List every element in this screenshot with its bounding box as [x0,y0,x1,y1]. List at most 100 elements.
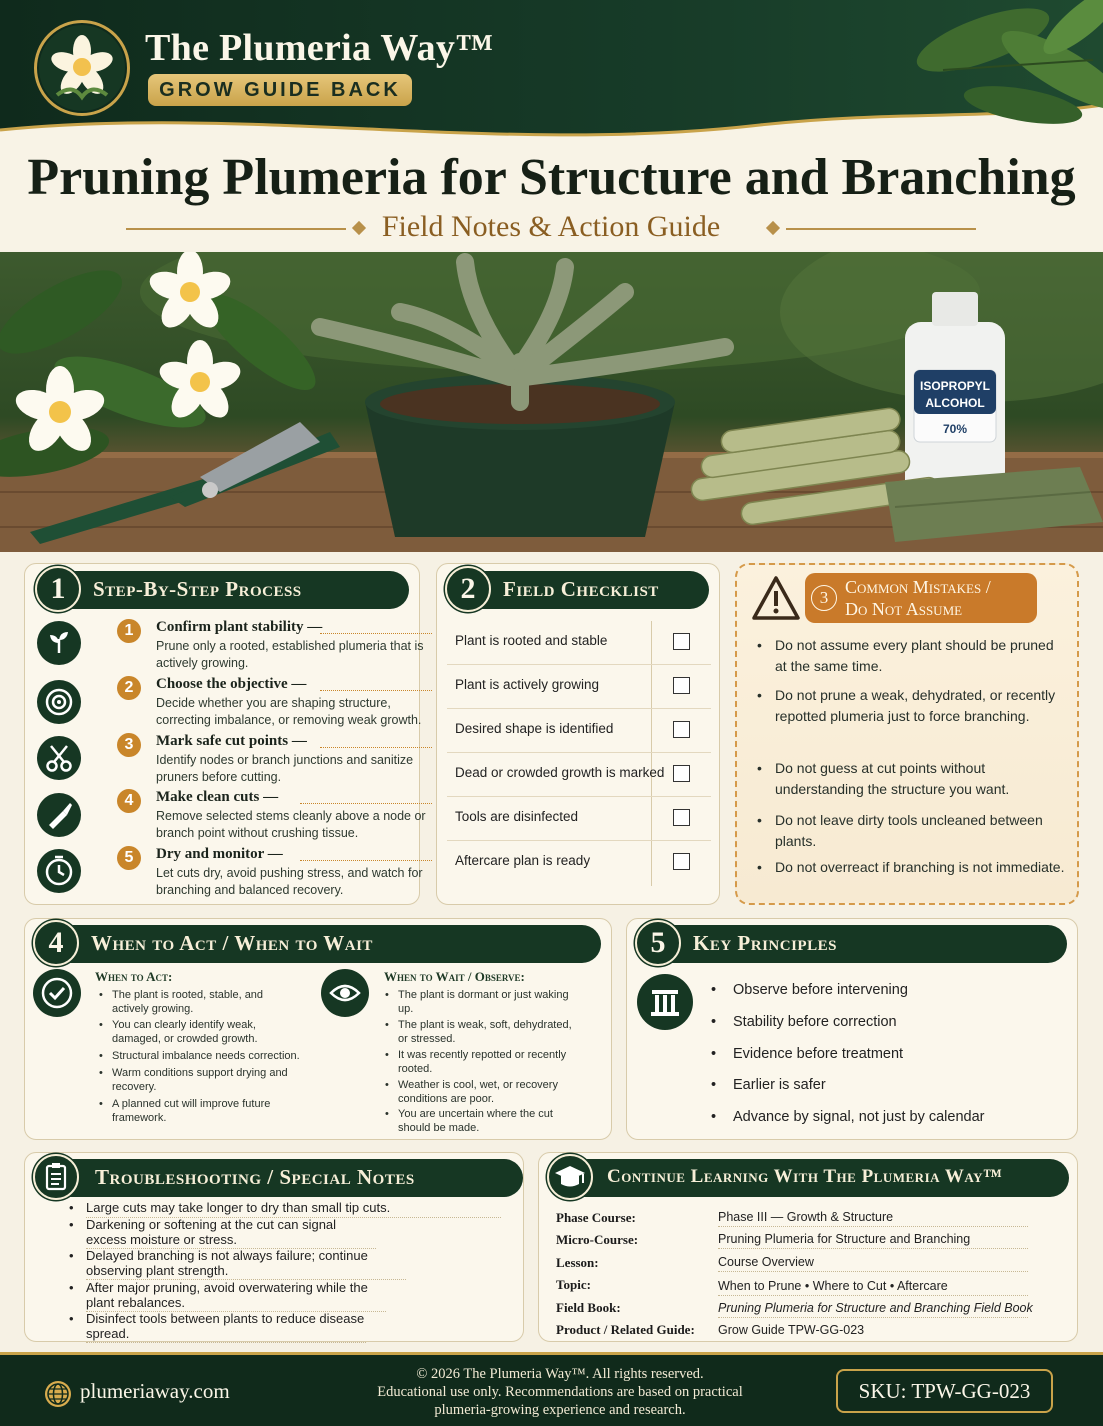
principle-item: Observe before intervening [711,982,908,998]
act-item: The plant is rooted, stable, and activel… [99,989,302,1016]
learning-label: Lesson: [556,1255,599,1270]
mistake-item: Do not guess at cut points without under… [757,758,1065,800]
step-number: 5 [117,846,141,870]
checklist-label: Tools are disinfected [455,809,579,824]
section-common-mistakes: 3 Common Mistakes / Do Not Assume Do not… [735,563,1079,905]
step-number: 2 [117,676,141,700]
checklist-row: Dead or crowded growth is marked [447,753,711,797]
dotted-rule [300,803,432,804]
act-item: Structural imbalance needs correction. [99,1050,312,1064]
footer: plumeriaway.com © 2026 The Plumeria Way™… [0,1352,1103,1426]
troubleshooting-item: Darkening or softening at the cut can si… [69,1217,376,1249]
checklist-label: Plant is rooted and stable [455,633,608,648]
step-description: Remove selected stems cleanly above a no… [156,809,426,840]
section-heading: Step-By-Step Process [93,577,302,601]
section-number: 2 [445,566,491,612]
learning-value: Pruning Plumeria for Structure and Branc… [718,1301,1033,1318]
website-link[interactable]: plumeriaway.com [80,1379,230,1403]
learning-label: Product / Related Guide: [556,1322,695,1337]
section-heading: Continue Learning With The Plumeria Way™ [607,1166,1003,1187]
plumeria-flower-icon [51,35,113,101]
checkbox[interactable] [673,677,690,694]
checkmark-icon [33,969,81,1017]
step-description: Identify nodes or branch junctions and s… [156,753,414,784]
clock-icon [37,849,81,893]
sku-badge: SKU: TPW-GG-023 [836,1369,1053,1413]
pillar-icon [637,974,693,1030]
warning-icon [752,576,800,620]
checkbox[interactable] [673,853,690,870]
pruner-icon [37,793,81,837]
checklist-row: Plant is actively growing [447,665,711,709]
checkbox[interactable] [673,633,690,650]
step-description: Prune only a rooted, established plumeri… [156,639,424,670]
graduation-cap-icon [547,1154,593,1200]
section-header: 3 Common Mistakes / Do Not Assume [805,573,1037,623]
principle-item: Evidence before treatment [711,1046,903,1062]
checklist-label: Plant is actively growing [455,677,600,692]
troubleshooting-item: Disinfect tools between plants to reduce… [69,1311,366,1343]
step-number: 4 [117,789,141,813]
checklist-row: Plant is rooted and stable [447,621,711,665]
mistake-item: Do not prune a weak, dehydrated, or rece… [757,685,1065,727]
step-title: Make clean cuts — [156,789,279,805]
wait-item: It was recently repotted or recently roo… [385,1049,578,1076]
section-header: Troubleshooting / Special Notes [55,1159,523,1197]
section-continue-learning: Continue Learning With The Plumeria Way™ [538,1152,1078,1342]
step-number: 1 [117,619,141,643]
header-wave [0,103,1103,160]
learning-value: Course Overview [718,1255,1028,1272]
learning-value: Grow Guide TPW-GG-023 [718,1323,865,1337]
scissors-icon [37,736,81,780]
subtitle-rule-left [126,228,346,230]
section-header: Key Principles [657,925,1067,963]
troubleshooting-item: Large cuts may take longer to dry than s… [69,1200,501,1218]
column-divider [651,621,652,886]
checkbox[interactable] [673,721,690,738]
troubleshooting-item: After major pruning, avoid overwatering … [69,1280,386,1312]
learning-value: Phase III — Growth & Structure [718,1210,1028,1227]
checklist-label: Aftercare plan is ready [455,853,591,868]
subtitle-row: Field Notes & Action Guide [126,210,976,246]
dotted-rule [320,747,432,748]
hero-photo: ISOPROPYL ALCOHOL 70% [0,252,1103,552]
bottle-label-line3: 70% [943,422,967,436]
section-number: 1 [35,566,81,612]
checklist-row: Aftercare plan is ready [447,841,711,885]
learning-label: Micro-Course: [556,1232,639,1247]
act-item: You can clearly identify weak, damaged, … [99,1019,302,1046]
wait-item: The plant is dormant or just waking up. [385,989,578,1016]
section-when-to-act: When to Act / When to Wait 4 When to Act… [24,918,612,1140]
section-header: Field Checklist [467,571,709,609]
checkbox[interactable] [673,765,690,782]
copyright-line3: plumeria-growing experience and research… [434,1402,686,1418]
act-item: A planned cut will improve future framew… [99,1098,302,1125]
section-heading: Field Checklist [503,577,659,601]
checkbox[interactable] [673,809,690,826]
section-heading-line1: Common Mistakes / [845,577,991,597]
bottle-label-line1: ISOPROPYL [920,379,990,393]
step-title: Choose the objective — [156,676,307,692]
section-header: When to Act / When to Wait [55,925,601,963]
learning-value: When to Prune • Where to Cut • Aftercare [718,1279,1028,1296]
principle-item: Advance by signal, not just by calendar [711,1109,985,1125]
page-subtitle: Field Notes & Action Guide [381,210,721,243]
learning-value: Pruning Plumeria for Structure and Branc… [718,1232,1028,1249]
learning-label: Topic: [556,1277,591,1292]
header: The Plumeria Way™ GROW GUIDE BACK Prunin… [0,0,1103,250]
checklist-row: Tools are disinfected [447,797,711,841]
page-title: Pruning Plumeria for Structure and Branc… [27,149,1076,206]
step-description: Let cuts dry, avoid pushing stress, and … [156,866,423,897]
step-title: Mark safe cut points — [156,733,307,749]
clipboard-icon [33,1154,79,1200]
step-title: Confirm plant stability — [156,619,323,635]
dotted-rule [300,860,432,861]
learning-label: Phase Course: [556,1210,636,1225]
wait-item: You are uncertain where the cut should b… [385,1108,578,1135]
pruning-scene-illustration: ISOPROPYL ALCOHOL 70% [0,252,1103,552]
globe-icon [45,1381,71,1407]
section-number: 3 [811,585,837,611]
principle-item: Earlier is safer [711,1077,826,1093]
section-heading: Key Principles [693,931,837,955]
principle-item: Stability before correction [711,1014,897,1030]
